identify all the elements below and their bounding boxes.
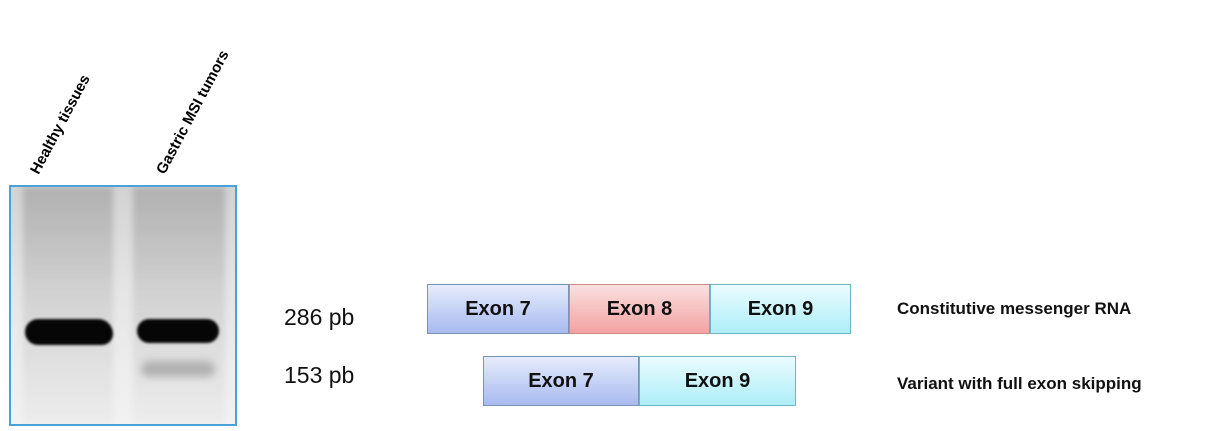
gel-lane-healthy: [23, 187, 113, 424]
size-label-153: 153 pb: [284, 362, 355, 388]
gel-lane-tumor: [133, 187, 225, 424]
lane-label-gastric-msi-tumors: Gastric MSI tumors: [152, 47, 233, 178]
band-286-tumor: [137, 319, 219, 343]
variant-rna-label: Variant with full exon skipping: [897, 374, 1142, 393]
constitutive-exon-9: Exon 9: [710, 284, 851, 334]
variant-exon-7: Exon 7: [483, 356, 639, 406]
band-286-healthy: [25, 319, 113, 345]
band-153-tumor: [141, 361, 215, 377]
constitutive-exon-7: Exon 7: [427, 284, 569, 334]
variant-exon-9: Exon 9: [639, 356, 796, 406]
lane-label-healthy-tissues: Healthy tissues: [26, 71, 94, 177]
size-label-286: 286 pb: [284, 304, 355, 330]
gel-image: [9, 185, 237, 426]
constitutive-rna-label: Constitutive messenger RNA: [897, 299, 1132, 318]
constitutive-exon-8: Exon 8: [569, 284, 710, 334]
